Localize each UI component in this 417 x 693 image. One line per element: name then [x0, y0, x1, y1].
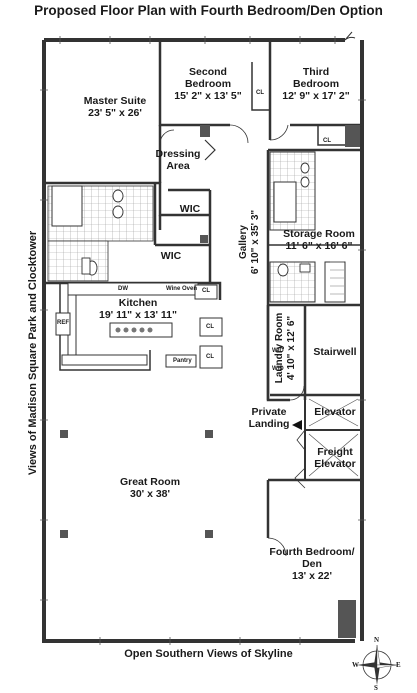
washer-dryer-label: W/D — [272, 366, 284, 372]
dressing-area-label: Dressing Area — [150, 148, 206, 172]
room-dims: 6' 10" x 35' 3" — [250, 209, 261, 275]
room-dims: 4' 10" x 12' 6" — [286, 315, 297, 381]
compass-south: S — [374, 684, 378, 692]
stairwell-label: Stairwell — [308, 346, 362, 358]
third-bedroom-label: Third Bedroom 12' 9" x 17' 2" — [276, 66, 356, 102]
room-dims: 19' 11" x 13' 11" — [98, 309, 178, 321]
room-name: Elevator — [314, 406, 356, 418]
compass: N S E W — [352, 636, 402, 692]
pantry-label: Pantry — [173, 358, 192, 364]
wic-upper-label: WIC — [172, 203, 208, 215]
great-room-label: Great Room 30' x 38' — [110, 476, 190, 500]
room-name: Master Suite — [83, 95, 147, 107]
room-dims: 12' 9" x 17' 2" — [282, 90, 350, 102]
kitchen-label: Kitchen 19' 11" x 13' 11" — [88, 297, 188, 321]
room-name: Stairwell — [313, 346, 357, 358]
footer-caption: Open Southern Views of Skyline — [124, 648, 293, 660]
closet-label: CL — [202, 288, 210, 294]
room-name: Gallery — [238, 225, 249, 259]
room-name: Third — [302, 66, 330, 78]
second-bedroom-label: Second Bedroom 15' 2" x 13' 5" — [168, 66, 248, 102]
room-name: Storage Room — [283, 228, 355, 240]
fourth-bedroom-label: Fourth Bedroom/ Den 13' x 22' — [262, 546, 362, 582]
room-name: Second — [189, 66, 227, 78]
page-title: Proposed Floor Plan with Fourth Bedroom/… — [34, 3, 383, 18]
room-name: Landing — [248, 418, 290, 430]
room-name: WIC — [179, 203, 201, 215]
wine-label: Wine — [166, 286, 181, 292]
compass-east: E — [396, 661, 401, 669]
washer-dryer-label: W/D — [272, 348, 284, 354]
room-name: Bedroom — [184, 78, 232, 90]
room-dims: 30' x 38' — [129, 488, 171, 500]
room-dims: 15' 2" x 13' 5" — [174, 90, 242, 102]
closet-label: CL — [206, 324, 214, 330]
compass-west: W — [352, 661, 359, 669]
dishwasher-label: DW — [118, 286, 128, 292]
room-name: Private — [251, 406, 287, 418]
wic-lower-label: WIC — [153, 250, 189, 262]
room-name: Freight — [317, 446, 353, 458]
room-name: Elevator — [314, 458, 356, 470]
room-name: Area — [166, 160, 190, 172]
freight-elevator-label: Freight Elevator — [308, 446, 362, 470]
oven-label: Oven — [182, 286, 198, 292]
closet-label: CL — [256, 90, 264, 96]
room-name: Kitchen — [118, 297, 158, 309]
gallery-label: Gallery 6' 10" x 35' 3" — [238, 197, 262, 287]
closet-label: CL — [323, 138, 331, 144]
room-dims: 23' 5" x 26' — [88, 107, 142, 119]
master-suite-label: Master Suite 23' 5" x 26' — [70, 95, 160, 119]
compass-rose-icon — [357, 644, 398, 685]
storage-room-label: Storage Room 11' 6" x 16' 6" — [276, 228, 362, 252]
private-landing-label: Private Landing — [244, 406, 294, 430]
room-dims: 11' 6" x 16' 6" — [285, 240, 353, 252]
refrigerator-label: REF — [57, 320, 69, 326]
room-name: Den — [302, 558, 322, 570]
room-name: Fourth Bedroom/ — [269, 546, 355, 558]
elevator-label: Elevator — [308, 406, 362, 418]
room-dims: 13' x 22' — [291, 570, 333, 582]
room-name: Bedroom — [292, 78, 340, 90]
room-name: Dressing — [155, 148, 201, 160]
compass-north: N — [374, 636, 380, 644]
room-name: Great Room — [119, 476, 181, 488]
room-name: WIC — [160, 250, 182, 262]
side-caption: Views of Madison Square Park and Clockto… — [27, 230, 39, 476]
closet-label: CL — [206, 354, 214, 360]
